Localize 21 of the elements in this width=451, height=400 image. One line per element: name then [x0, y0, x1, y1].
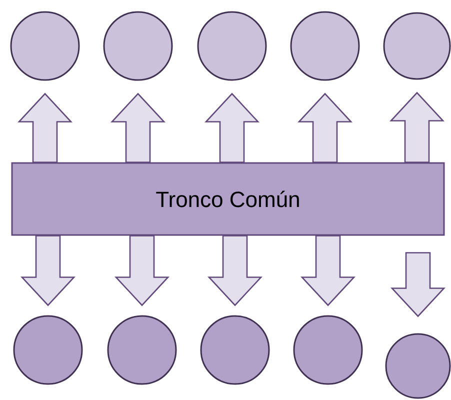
- circle: [197, 11, 267, 81]
- circle: [103, 11, 173, 81]
- block-arrow: [390, 92, 444, 163]
- block-arrow: [110, 92, 166, 163]
- block-arrow: [300, 235, 356, 306]
- circle: [10, 11, 80, 81]
- block-arrow: [114, 235, 170, 306]
- circle: [200, 315, 270, 385]
- circle: [383, 12, 451, 80]
- block-arrow: [298, 92, 352, 163]
- block-arrow: [20, 235, 76, 306]
- block-arrow: [208, 235, 262, 306]
- circle: [385, 333, 451, 399]
- circle: [107, 315, 177, 385]
- circle: [293, 315, 363, 385]
- block-arrow: [204, 92, 260, 163]
- process-box: Tronco Común: [11, 162, 445, 236]
- circle: [13, 315, 83, 385]
- circle: [290, 11, 360, 81]
- block-arrow: [390, 252, 446, 318]
- block-arrow: [18, 92, 72, 163]
